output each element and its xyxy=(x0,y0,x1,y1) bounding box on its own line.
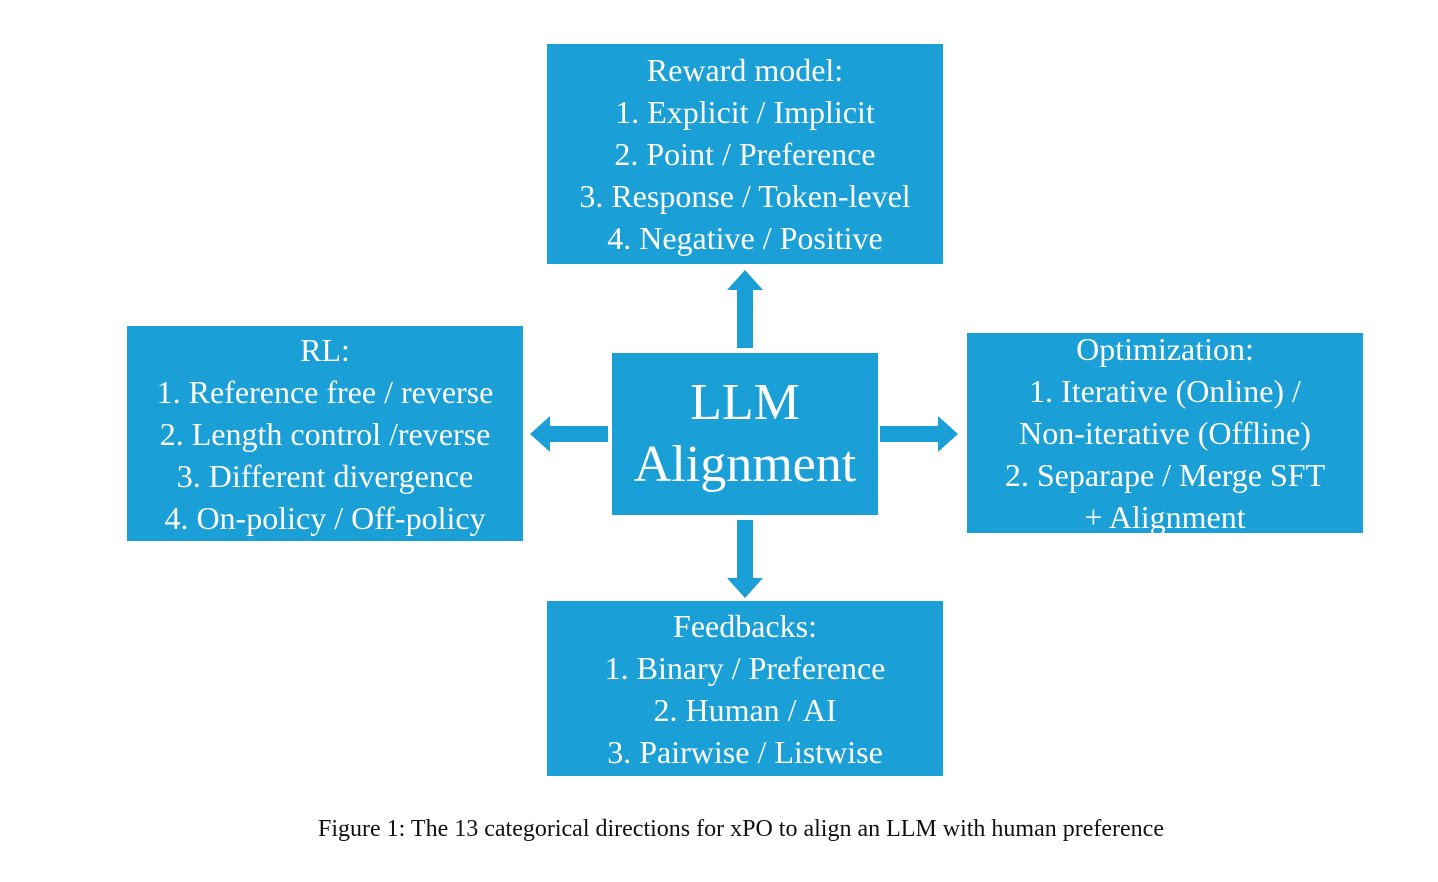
optimization-item: 2. Separape / Merge SFT xyxy=(1004,457,1326,493)
reward-model-heading: Reward model: xyxy=(646,52,844,88)
feedbacks-item: 1. Binary / Preference xyxy=(604,649,886,686)
feedbacks-box: Feedbacks: 1. Binary / Preference 2. Hum… xyxy=(547,601,943,776)
llm-alignment-box: LLM Alignment xyxy=(612,353,878,515)
center-title-line: Alignment xyxy=(633,436,857,493)
arrow-down xyxy=(727,520,763,598)
arrow-up xyxy=(727,270,763,348)
reward-model-item: 1. Explicit / Implicit xyxy=(615,94,875,130)
reward-model-item: 3. Response / Token-level xyxy=(579,178,911,214)
rl-item: 4. On-policy / Off-policy xyxy=(164,499,486,536)
arrow-left xyxy=(530,416,608,452)
reward-model-box: Reward model: 1. Explicit / Implicit 2. … xyxy=(547,44,943,264)
feedbacks-item: 2. Human / AI xyxy=(653,691,837,728)
feedbacks-item: 3. Pairwise / Listwise xyxy=(607,733,883,770)
figure-caption: Figure 1: The 13 categorical directions … xyxy=(318,816,1164,842)
rl-item: 2. Length control /reverse xyxy=(159,415,491,452)
rl-box: RL: 1. Reference free / reverse 2. Lengt… xyxy=(127,326,523,541)
optimization-item: 1. Iterative (Online) / xyxy=(1029,373,1301,409)
optimization-item: Non-iterative (Offline) xyxy=(1019,415,1311,451)
optimization-item: + Alignment xyxy=(1084,499,1246,535)
reward-model-item: 2. Point / Preference xyxy=(614,136,876,172)
reward-model-item: 4. Negative / Positive xyxy=(607,220,883,256)
rl-item: 3. Different divergence xyxy=(176,457,474,494)
rl-heading: RL: xyxy=(300,331,350,368)
optimization-box: Optimization: 1. Iterative (Online) / No… xyxy=(967,331,1363,535)
rl-item: 1. Reference free / reverse xyxy=(156,373,494,410)
center-title-line: LLM xyxy=(690,374,800,431)
feedbacks-heading: Feedbacks: xyxy=(673,607,817,644)
arrow-right xyxy=(880,416,958,452)
optimization-heading: Optimization: xyxy=(1076,331,1254,367)
